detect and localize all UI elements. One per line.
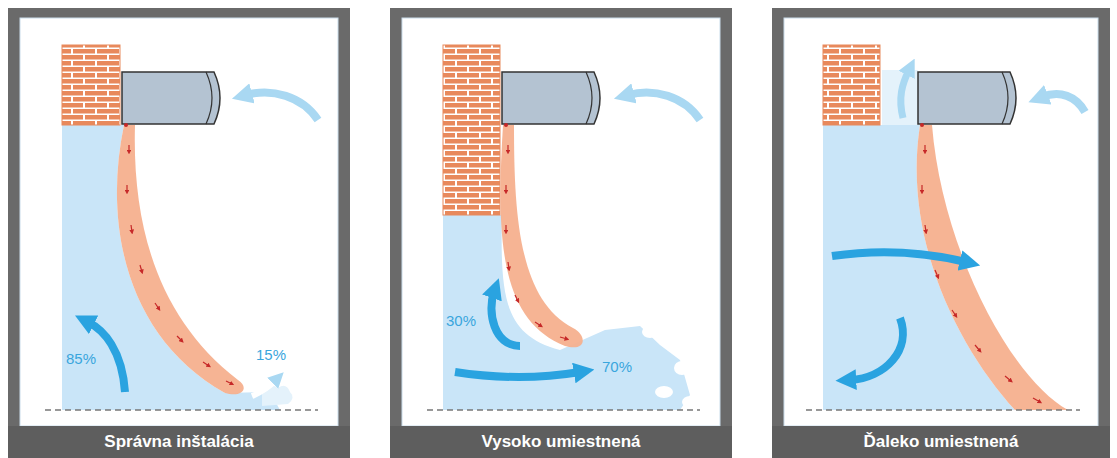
caption-text: Ďaleko umiestnená (864, 432, 1019, 452)
percentage-label: 30% (446, 312, 476, 329)
installed-too-far (806, 45, 1085, 410)
percentage-label: 70% (602, 358, 632, 375)
installed-too-high (427, 45, 700, 410)
panel-frames (8, 8, 1110, 458)
caption-text: Správna inštalácia (104, 432, 253, 452)
caption-bar: Ďaleko umiestnená (772, 426, 1110, 458)
caption-bar: Vysoko umiestnená (390, 426, 732, 458)
percentage-label: 15% (256, 346, 286, 363)
correct-installation (45, 45, 318, 410)
caption-text: Vysoko umiestnená (481, 432, 640, 452)
caption-bar: Správna inštalácia (8, 426, 350, 458)
percentage-label: 85% (66, 350, 96, 367)
